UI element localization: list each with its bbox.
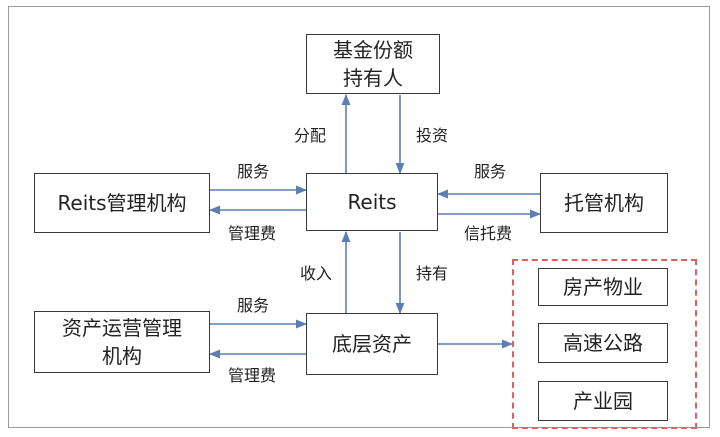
node-asset-operator: 资产运营管理 机构 <box>34 311 210 373</box>
node-custodian-label: 托管机构 <box>564 191 644 215</box>
label-service-right: 服务 <box>474 162 507 181</box>
asset-type-industrial-park: 产业园 <box>538 381 668 421</box>
label-mgmt-fee-left: 管理费 <box>228 224 277 243</box>
node-underlying-assets-label: 底层资产 <box>332 332 412 356</box>
label-distribution: 分配 <box>294 126 327 145</box>
node-custodian: 托管机构 <box>540 173 668 233</box>
node-reits-label: Reits <box>347 190 397 214</box>
label-mgmt-fee-bottom: 管理费 <box>228 366 277 385</box>
asset-type-property-label: 房产物业 <box>563 275 643 299</box>
label-service-left: 服务 <box>237 162 270 181</box>
node-underlying-assets: 底层资产 <box>306 313 438 375</box>
node-reits-manager-label: Reits管理机构 <box>57 191 187 215</box>
diagram-frame <box>8 6 710 428</box>
label-income: 收入 <box>300 264 333 283</box>
asset-type-property: 房产物业 <box>538 268 668 306</box>
asset-type-highway-label: 高速公路 <box>563 331 643 355</box>
label-trust-fee: 信托费 <box>464 224 513 243</box>
asset-type-industrial-park-label: 产业园 <box>573 389 633 413</box>
node-fund-holders: 基金份额 持有人 <box>306 34 440 94</box>
node-asset-operator-line2: 机构 <box>102 344 142 368</box>
node-fund-holders-line2: 持有人 <box>343 66 403 90</box>
node-asset-operator-line1: 资产运营管理 <box>62 316 182 340</box>
label-service-bottom: 服务 <box>237 296 270 315</box>
node-reits: Reits <box>306 173 438 231</box>
node-reits-manager: Reits管理机构 <box>34 173 210 233</box>
label-investment: 投资 <box>416 126 449 145</box>
asset-type-highway: 高速公路 <box>538 323 668 363</box>
label-holding: 持有 <box>416 264 449 283</box>
asset-types-group <box>512 259 697 429</box>
node-fund-holders-line1: 基金份额 <box>333 38 413 62</box>
